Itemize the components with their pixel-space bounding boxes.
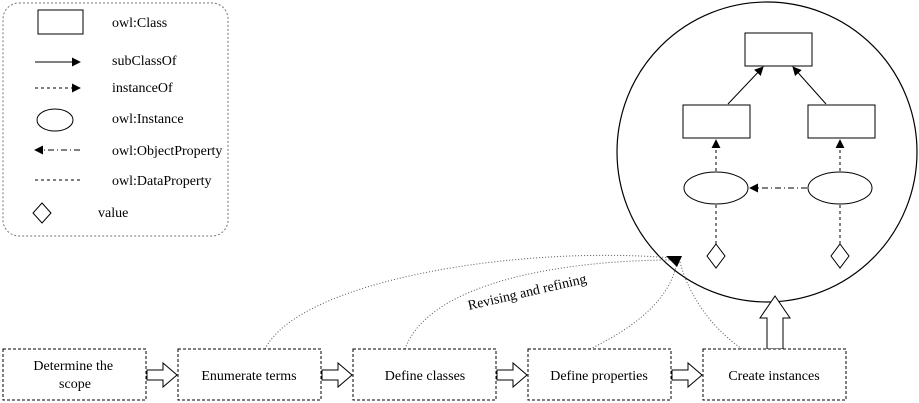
legend-value-label: value <box>98 206 128 221</box>
step-arrow-4 <box>671 361 703 389</box>
feedback-arrowhead <box>666 256 682 267</box>
step-box-properties <box>527 348 672 401</box>
legend-class-symbol <box>37 9 84 35</box>
step-arrow-3 <box>496 361 528 389</box>
left-class-box <box>682 104 751 139</box>
step-arrow-1 <box>146 361 178 389</box>
step-box-instances <box>702 348 847 401</box>
feedback-curve-instances <box>679 261 743 350</box>
left-instance <box>683 171 749 205</box>
legend-instance-label: owl:Instance <box>112 112 184 127</box>
legend-subclass-label: subClassOf <box>112 54 177 69</box>
step-scope-line-2: scope <box>59 377 91 392</box>
feedback-curves <box>264 254 743 350</box>
feedback-curve-classes <box>404 259 675 350</box>
right-instance <box>807 171 873 205</box>
parent-class-box <box>744 32 813 67</box>
process-steps: Determine the scope Enumerate terms Defi… <box>2 348 847 401</box>
legend-value-symbol <box>32 202 52 224</box>
legend-objectproperty-label: owl:ObjectProperty <box>112 144 222 159</box>
right-subclass-arrow <box>792 66 827 105</box>
step-properties-label: Define properties <box>550 369 648 384</box>
left-value <box>706 243 726 269</box>
legend-class-label: owl:Class <box>112 16 167 31</box>
step-scope-line-1: Determine the <box>33 359 113 374</box>
right-value <box>830 243 850 269</box>
step-box-classes <box>352 348 497 401</box>
step-box-scope <box>2 348 147 401</box>
right-class-box <box>807 104 876 139</box>
step-classes-label: Define classes <box>385 369 465 384</box>
ontology-example <box>616 1 918 303</box>
left-subclass-arrow <box>727 66 764 105</box>
legend-instance-symbol <box>36 108 74 132</box>
step-instances-label: Create instances <box>728 369 819 384</box>
instances-to-ontology-arrow <box>759 295 791 350</box>
feedback-curve-properties <box>589 261 678 350</box>
step-box-enumerate <box>177 348 322 401</box>
legend-dataproperty-label: owl:DataProperty <box>112 174 212 189</box>
legend: owl:Class subClassOf instanceOf owl:Inst… <box>2 2 229 237</box>
feedback-label: Revising and refining <box>467 272 589 314</box>
ontology-circle <box>616 1 918 303</box>
step-arrow-2 <box>321 361 353 389</box>
legend-frame <box>2 2 229 237</box>
legend-instanceof-label: instanceOf <box>112 81 173 96</box>
step-scope-label: Determine the scope <box>33 359 116 392</box>
step-enumerate-label: Enumerate terms <box>201 369 296 384</box>
